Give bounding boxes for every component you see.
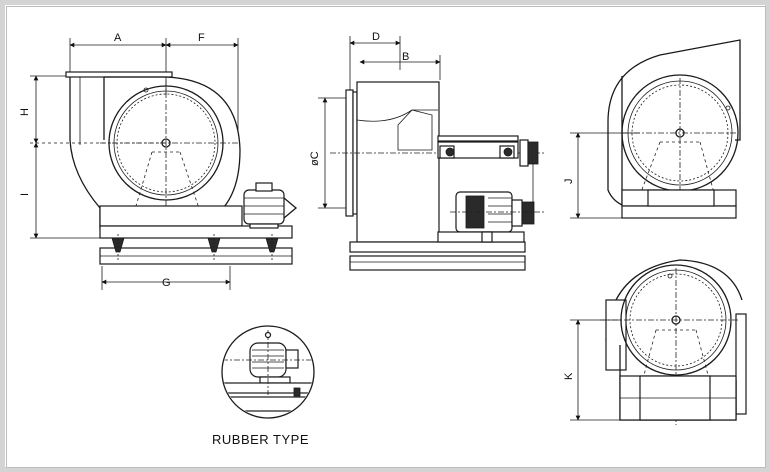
fan-housing-side [356,81,440,243]
motor-side [450,163,545,233]
label-c: øC [309,151,321,166]
caption-rubber-type: RUBBER TYPE [212,432,309,447]
rubber-type-detail: RUBBER TYPE [212,325,315,447]
label-d: D [372,31,380,43]
label-g: G [162,277,171,289]
label-b: B [402,51,409,63]
rear-view-top: J [563,39,741,219]
label-i: I [19,193,31,196]
diagram-inner-border [6,6,766,468]
front-view: A F H I [19,32,298,290]
motor-front [243,182,298,229]
rear-view-bottom: K [563,259,747,425]
base-frame [99,225,293,239]
label-h: H [19,108,31,116]
label-f: F [198,32,205,44]
label-a: A [114,32,122,44]
side-view: D B øC [309,31,545,271]
label-j: J [563,179,575,185]
label-k: K [563,372,575,380]
